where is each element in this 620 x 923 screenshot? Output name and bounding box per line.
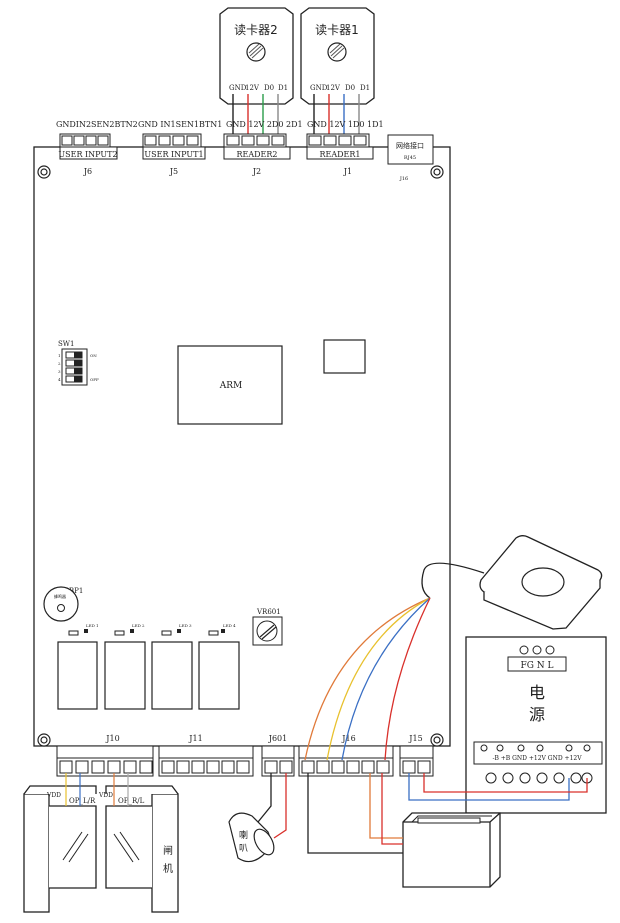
sw1-on-label: ON: [90, 353, 97, 358]
power-title-2: 源: [529, 705, 545, 724]
reader-2-pin-12v: 12V: [245, 84, 260, 92]
led-2-label: LED 2: [132, 623, 145, 628]
small-chip: [323, 339, 366, 374]
j5-label: USER INPUT1: [144, 150, 203, 159]
reader-1-pin-d1: D1: [360, 84, 370, 92]
j6-id: J6: [83, 167, 92, 176]
speaker-label-1: 喇: [239, 829, 248, 841]
j1-id: J1: [343, 167, 352, 176]
network-port: 网络接口 RJ45 J16: [387, 134, 434, 182]
connector-j15: J15: [399, 734, 434, 777]
electric-lock: [402, 812, 501, 888]
card-reader-1: 读卡器1 GND 12V D0 D1: [300, 7, 375, 105]
j1-pin-labels: GND 12V 1D0 1D1: [307, 120, 384, 129]
led-4-label: LED 4: [223, 623, 236, 628]
sw1-label: SW1: [58, 340, 74, 348]
power-ac-labels: FG N L: [520, 661, 553, 671]
sw1-num-3: 3: [58, 369, 61, 374]
buzzer-label: 蜂鸣器: [54, 593, 66, 599]
gate-op-rl: OP_R/L: [118, 797, 145, 805]
arm-chip: ARM: [177, 345, 283, 425]
connector-j5: GND IN1SEN1BTN1 USER INPUT1 J5: [138, 120, 222, 176]
power-wires: [408, 773, 588, 801]
gate-turnstile: 闸 机 VDD OP_L/R VDD OP_R/L: [23, 785, 179, 913]
network-port-sub: RJ45: [404, 155, 416, 161]
sensor-cables: [304, 562, 485, 761]
j6-label: USER INPUT2: [58, 150, 117, 159]
connector-j10: J10: [56, 734, 154, 777]
network-port-label: 网络接口: [396, 141, 424, 150]
led-1-label: LED 1: [86, 623, 99, 628]
reader-1-pin-12v: 12V: [326, 84, 341, 92]
reader-1-title: 读卡器1: [315, 23, 359, 37]
sw1-off-label: OFF: [90, 377, 99, 382]
reader-2-pin-d1: D1: [278, 84, 288, 92]
j6-pin-labels: GNDIN2SEN2BTN2: [56, 120, 138, 129]
card-reader-2: 读卡器2 GND 12V D0 D1: [219, 7, 294, 105]
speaker-label-2: 叭: [239, 843, 248, 854]
connector-j11: J11: [158, 734, 254, 777]
j1-label: READER1: [319, 150, 360, 159]
gate-wires: [65, 773, 129, 806]
dip-switch-sw1: SW1 ON OFF 1 2 3 4: [58, 340, 99, 386]
connector-j1: GND 12V 1D0 1D1 READER1 J1: [306, 120, 384, 176]
power-terminal-labels: -B +B GND +12V GND +12V: [492, 755, 582, 762]
j2-label: READER2: [236, 150, 277, 159]
connector-j16: J16: [298, 734, 394, 777]
led-3-label: LED 3: [179, 623, 192, 628]
led-indicators: LED 1 LED 2 LED 3 LED 4: [68, 623, 236, 636]
j15-label: J15: [408, 734, 422, 743]
mounting-holes: [37, 165, 444, 747]
exit-sensor: [479, 535, 603, 630]
gate-vdd-2: VDD: [98, 792, 113, 799]
vr601-label: VR601: [256, 608, 281, 616]
bp1-label: BP1: [69, 587, 83, 595]
j5-id: J5: [169, 167, 178, 176]
reader-2-pin-gnd: GND: [229, 84, 247, 92]
arm-label: ARM: [219, 381, 243, 391]
gate-vdd-1: VDD: [46, 792, 61, 799]
j16-label: J16: [341, 734, 355, 743]
reader-wires: [232, 94, 360, 135]
sw1-num-4: 4: [58, 377, 61, 382]
j2-id: J2: [252, 167, 261, 176]
speaker-wires: [257, 773, 287, 839]
reader-2-title: 读卡器2: [234, 23, 278, 37]
buzzer-bp1: BP1 蜂鸣器: [43, 586, 83, 622]
connector-j601: J601: [261, 734, 295, 777]
gate-label-1: 闸: [163, 844, 173, 857]
power-title-1: 电: [529, 683, 545, 702]
reader-1-pin-gnd: GND: [310, 84, 328, 92]
reader-2-pin-d0: D0: [264, 84, 274, 92]
network-port-id: J16: [399, 176, 408, 182]
gate-label-2: 机: [163, 862, 173, 875]
potentiometer-vr601: VR601: [252, 608, 283, 646]
j10-label: J10: [105, 734, 119, 743]
connector-j6: GNDIN2SEN2BTN2 USER INPUT2 J6: [56, 120, 138, 176]
j2-pin-labels: GND 12V 2D0 2D1: [226, 120, 303, 129]
lock-wires: [307, 773, 403, 854]
gate-op-lr: OP_L/R: [69, 797, 96, 805]
power-supply: FG N L 电 源 -B +B GND +12V GND +12V: [465, 636, 607, 814]
sw1-num-2: 2: [58, 361, 61, 366]
connector-j2: GND 12V 2D0 2D1 READER2 J2: [223, 120, 303, 176]
j601-label: J601: [268, 734, 287, 743]
reader-1-pin-d0: D0: [345, 84, 355, 92]
j5-pin-labels: GND IN1SEN1BTN1: [138, 120, 222, 129]
speaker: 喇 叭: [228, 812, 275, 863]
relays: [57, 641, 240, 710]
sw1-num-1: 1: [58, 353, 61, 358]
j11-label: J11: [188, 734, 202, 743]
